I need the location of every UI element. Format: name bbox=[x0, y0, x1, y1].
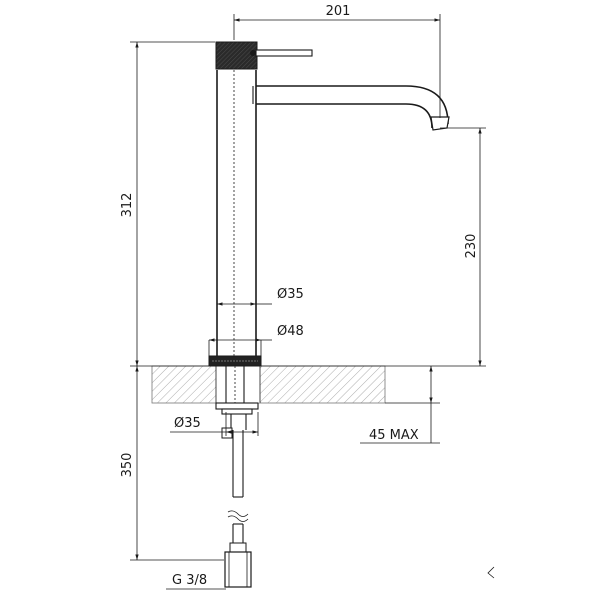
faucet-body bbox=[208, 41, 313, 367]
handle-lever bbox=[250, 49, 313, 57]
dim-label-body-diameter: Ø35 bbox=[277, 287, 304, 302]
dimension-total-width: 201 bbox=[233, 4, 441, 118]
dim-label-shank-diameter: Ø35 bbox=[174, 416, 201, 431]
dimension-shank-diameter: Ø35 bbox=[170, 412, 259, 436]
handle-knurled-cap bbox=[215, 41, 258, 70]
dimension-max-deck-thickness: 45 MAX bbox=[360, 366, 440, 444]
break-symbol bbox=[227, 510, 249, 522]
dim-label-201: 201 bbox=[326, 4, 351, 19]
dimension-total-height: 312 bbox=[120, 41, 215, 366]
countertop bbox=[151, 365, 386, 404]
dim-label-base-diameter: Ø48 bbox=[277, 324, 304, 339]
dimension-below-deck-length: 350 bbox=[120, 366, 224, 561]
connection-thread-label: G 3/8 bbox=[166, 573, 226, 590]
dim-label-350: 350 bbox=[120, 453, 135, 478]
dimension-base-diameter: Ø48 bbox=[208, 324, 304, 356]
spout bbox=[252, 85, 450, 131]
dim-label-45-max: 45 MAX bbox=[369, 428, 419, 443]
dim-label-g38: G 3/8 bbox=[172, 573, 207, 588]
dimension-body-diameter: Ø35 bbox=[217, 287, 304, 306]
dim-label-312: 312 bbox=[120, 193, 135, 218]
dim-label-230: 230 bbox=[464, 234, 479, 259]
dimension-spout-height: 230 bbox=[440, 127, 486, 367]
base-ring bbox=[208, 355, 262, 367]
corner-mark bbox=[487, 566, 495, 579]
